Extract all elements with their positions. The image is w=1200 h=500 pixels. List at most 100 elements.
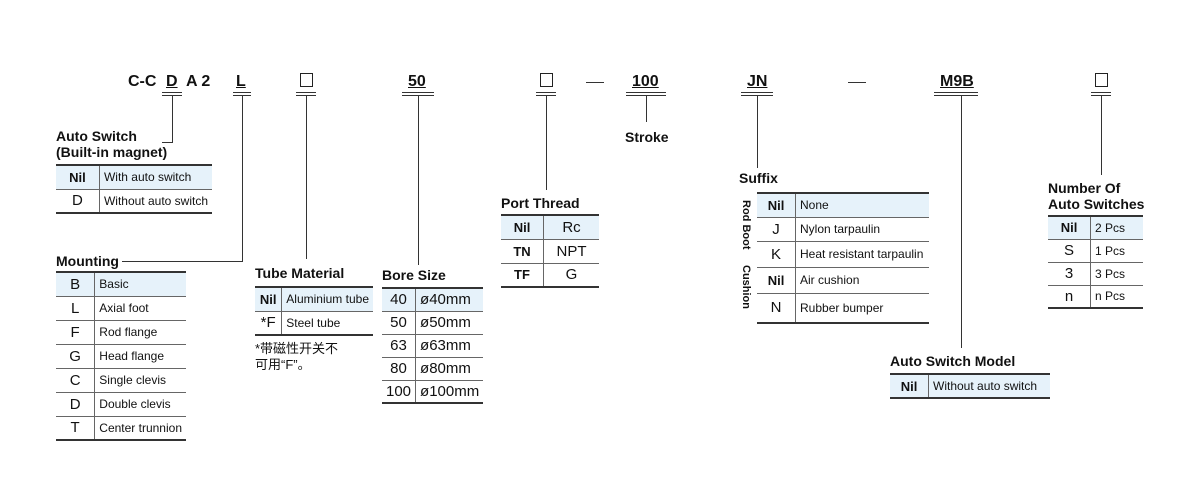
code-mounting-letter: L (236, 73, 246, 90)
table-row: G Head flange (56, 344, 186, 369)
num-switches-title: Number Of Auto Switches (1048, 180, 1145, 212)
code-auto-switch-letter: D (166, 73, 178, 90)
connector-auto-switch-h (162, 142, 173, 143)
connector-mounting-h (122, 261, 243, 262)
num-switches-value: 2 Pcs (1090, 215, 1143, 240)
code-stroke: 100 (632, 73, 659, 90)
underline-auto-switch (162, 92, 182, 96)
bore-size-value: ø80mm (415, 357, 484, 381)
bore-size-table: 40 ø40mm 50 ø50mm 63 ø63mm 80 ø80mm 100 … (382, 287, 484, 404)
underline-bore (402, 92, 434, 96)
suffix-key: N (757, 293, 796, 324)
auto-switch-key: D (56, 189, 100, 214)
port-thread-value: NPT (543, 239, 599, 264)
tube-material-value: Aluminium tube (281, 286, 373, 312)
connector-stroke-v (646, 96, 647, 122)
mounting-value: Single clevis (94, 368, 186, 393)
mounting-key: T (56, 416, 96, 441)
suffix-key: K (757, 241, 796, 268)
connector-mounting-v (242, 96, 243, 262)
suffix-table: Nil None J Nylon tarpaulin K Heat resist… (757, 192, 929, 324)
table-row: N Rubber bumper (757, 293, 929, 324)
code-bore: 50 (408, 73, 426, 90)
table-row: D Double clevis (56, 392, 186, 417)
connector-tube-v (306, 96, 307, 259)
num-switches-table: Nil 2 Pcs S 1 Pcs 3 3 Pcs n n Pcs (1048, 215, 1143, 309)
num-switches-key: 3 (1048, 262, 1091, 286)
tube-material-key: *F (255, 311, 283, 336)
table-row: *F Steel tube (255, 311, 373, 336)
table-row: C Single clevis (56, 368, 186, 393)
bore-size-value: ø50mm (415, 311, 484, 335)
code-dash-1 (586, 82, 604, 83)
mounting-value: Double clevis (94, 392, 186, 417)
suffix-key: Nil (757, 192, 796, 218)
port-thread-key: TN (501, 239, 544, 264)
underline-mounting (233, 92, 251, 96)
code-series: A 2 (186, 73, 211, 90)
tube-material-key: Nil (255, 286, 283, 312)
bore-size-title: Bore Size (382, 267, 446, 283)
table-row: 50 ø50mm (382, 311, 484, 335)
suffix-group-cushion: Cushion (740, 265, 752, 309)
table-row: B Basic (56, 271, 186, 297)
table-row: D Without auto switch (56, 189, 212, 214)
mounting-key: C (56, 368, 96, 393)
auto-switch-title: Auto Switch (Built-in magnet) (56, 128, 168, 160)
connector-port-v (546, 96, 547, 190)
connector-num-v (1101, 96, 1102, 175)
bore-size-key: 80 (382, 357, 417, 381)
tube-material-title: Tube Material (255, 265, 345, 281)
underline-suffix (741, 92, 773, 96)
table-row: L Axial foot (56, 296, 186, 321)
table-row: F Rod flange (56, 320, 186, 345)
num-switches-key: Nil (1048, 215, 1091, 240)
suffix-value: Air cushion (795, 267, 929, 294)
table-row: Nil Rc (501, 214, 599, 240)
table-row: S 1 Pcs (1048, 239, 1143, 263)
auto-switch-value: With auto switch (99, 164, 212, 190)
table-row: 40 ø40mm (382, 287, 484, 312)
auto-switch-value: Without auto switch (99, 189, 212, 214)
num-switches-value: n Pcs (1090, 285, 1143, 309)
num-switches-key: n (1048, 285, 1091, 309)
suffix-key: J (757, 217, 796, 242)
port-thread-title: Port Thread (501, 195, 580, 211)
underline-num (1091, 92, 1111, 96)
port-thread-key: TF (501, 263, 544, 288)
port-thread-key: Nil (501, 214, 544, 240)
table-row: K Heat resistant tarpaulin (757, 241, 929, 268)
mounting-value: Axial foot (94, 296, 186, 321)
underline-switch-model (934, 92, 978, 96)
table-row: Nil Aluminium tube (255, 286, 373, 312)
mounting-key: B (56, 271, 96, 297)
code-suffix: JN (747, 73, 768, 90)
table-row: Nil None (757, 192, 929, 218)
stroke-label: Stroke (625, 129, 669, 145)
code-port-thread-box (540, 73, 553, 87)
suffix-group-rod-boot: Rod Boot (740, 200, 752, 250)
table-row: n n Pcs (1048, 285, 1143, 309)
num-switches-value: 3 Pcs (1090, 262, 1143, 286)
table-row: TN NPT (501, 239, 599, 264)
bore-size-key: 50 (382, 311, 417, 335)
underline-stroke (626, 92, 666, 96)
suffix-key: Nil (757, 267, 796, 294)
table-row: Nil Without auto switch (890, 373, 1050, 399)
tube-material-note: *带磁性开关不 可用“F”。 (255, 341, 339, 372)
auto-switch-key: Nil (56, 164, 100, 190)
mounting-key: F (56, 320, 96, 345)
underline-tube (296, 92, 316, 96)
mounting-key: G (56, 344, 96, 369)
num-switches-value: 1 Pcs (1090, 239, 1143, 263)
mounting-value: Center trunnion (94, 416, 186, 441)
connector-switch-model-v (961, 96, 962, 348)
table-row: 3 3 Pcs (1048, 262, 1143, 286)
bore-size-key: 63 (382, 334, 417, 358)
mounting-value: Basic (94, 271, 186, 297)
table-row: 100 ø100mm (382, 380, 484, 404)
connector-suffix-v (757, 96, 758, 168)
num-switches-key: S (1048, 239, 1091, 263)
bore-size-value: ø40mm (415, 287, 484, 312)
bore-size-value: ø100mm (415, 380, 484, 404)
